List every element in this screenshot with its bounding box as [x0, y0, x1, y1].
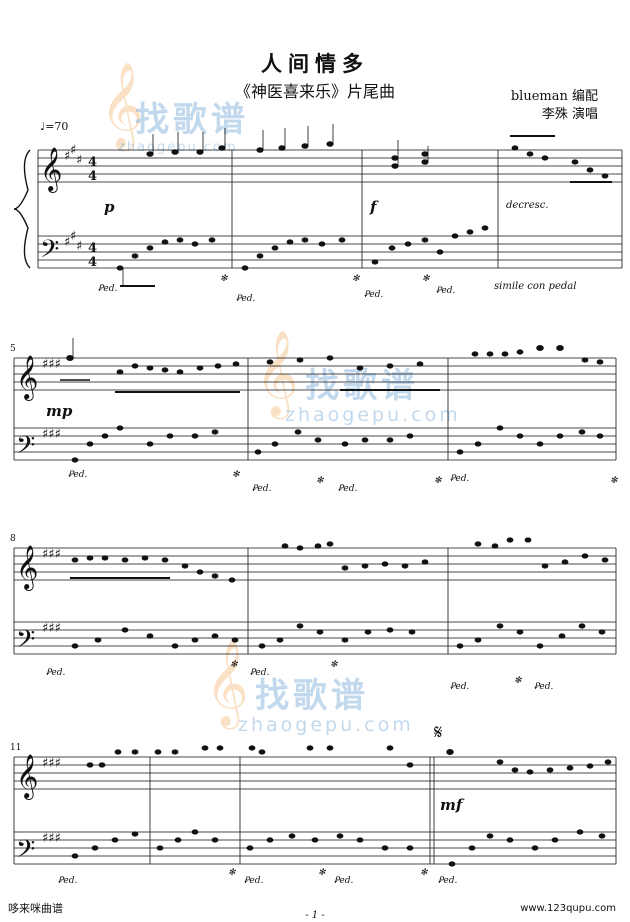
watermark-site-name: 找歌谱 [305, 366, 419, 406]
measure-number: 8 [10, 534, 16, 544]
segno-icon: 𝄋 [434, 720, 443, 744]
arranger-credit: blueman 编配 [510, 89, 598, 104]
pedal-marking: Ꝑed. [364, 290, 384, 300]
measure-number: 5 [10, 344, 16, 354]
watermark-clef-icon: 𝄞 [255, 330, 299, 416]
watermark-url: zhaogepu.com [118, 140, 238, 155]
svg-text:♯: ♯ [70, 143, 76, 158]
pedal-release-icon: ✻ [610, 476, 618, 486]
pedal-release-icon: ✻ [220, 274, 228, 284]
simile-marking: simile con pedal [494, 281, 577, 292]
pedal-marking: Ꝑed. [338, 484, 358, 494]
svg-text:4: 4 [88, 169, 97, 184]
song-subtitle: 《神医喜来乐》片尾曲 [234, 82, 395, 101]
performer-credit: 李殊 演唱 [541, 107, 598, 122]
svg-text:𝄞: 𝄞 [40, 147, 62, 193]
pedal-marking: Ꝑed. [450, 474, 470, 484]
watermark-url: zhaogepu.com [238, 714, 414, 736]
svg-text:♯♯♯: ♯♯♯ [42, 756, 61, 771]
svg-text:♯: ♯ [64, 235, 70, 250]
svg-text:𝄞: 𝄞 [16, 355, 38, 401]
pedal-release-icon: ✻ [316, 476, 324, 486]
dynamic-mp: mp [46, 402, 73, 420]
svg-text:𝄢: 𝄢 [16, 835, 35, 870]
credits: blueman 编配 李殊 演唱 [511, 88, 598, 124]
notes [60, 124, 612, 867]
pedal-marking: Ꝑed. [244, 876, 264, 886]
svg-text:♯♯♯: ♯♯♯ [42, 831, 61, 846]
decrescendo-marking: decresc. [506, 200, 549, 211]
svg-text:♯♯♯: ♯♯♯ [42, 427, 61, 442]
pedal-marking: Ꝑed. [534, 682, 554, 692]
pedal-release-icon: ✻ [434, 476, 442, 486]
system-1 [13, 149, 623, 269]
svg-text:4: 4 [88, 155, 97, 170]
svg-text:♯♯♯: ♯♯♯ [42, 621, 61, 636]
pedal-release-icon: ✻ [422, 274, 430, 284]
pedal-marking: Ꝑed. [68, 470, 88, 480]
svg-text:♯: ♯ [64, 149, 70, 164]
svg-text:𝄢: 𝄢 [16, 431, 35, 466]
pedal-marking: Ꝑed. [98, 284, 118, 294]
svg-text:4: 4 [88, 241, 97, 256]
pedal-marking: Ꝑed. [236, 294, 256, 304]
svg-text:𝄞: 𝄞 [16, 754, 38, 800]
dynamic-f: f [370, 198, 377, 216]
watermark-url: zhaogepu.com [285, 404, 461, 426]
dynamic-p: p [104, 198, 115, 216]
system-4 [13, 756, 617, 865]
pedal-release-icon: ✻ [420, 868, 428, 878]
svg-text:𝄢: 𝄢 [40, 235, 59, 270]
pedal-marking: Ꝑed. [436, 286, 456, 296]
pedal-marking: Ꝑed. [58, 876, 78, 886]
measure-number: 11 [10, 743, 22, 753]
pedal-release-icon: ✻ [352, 274, 360, 284]
pedal-marking: Ꝑed. [250, 668, 270, 678]
song-title: 人间情多 [261, 51, 369, 76]
footer-site-name: 哆来咪曲谱 [8, 902, 63, 915]
svg-text:4: 4 [88, 255, 97, 270]
dynamic-mf: mf [440, 796, 463, 814]
pedal-marking: Ꝑed. [438, 876, 458, 886]
pedal-release-icon: ✻ [318, 868, 326, 878]
pedal-release-icon: ✻ [514, 676, 522, 686]
pedal-marking: Ꝑed. [334, 876, 354, 886]
svg-text:𝄢: 𝄢 [16, 625, 35, 660]
system-2 [13, 357, 617, 461]
system-3 [13, 547, 617, 655]
pedal-release-icon: ✻ [330, 660, 338, 670]
tempo-marking: ♩=70 [40, 120, 69, 133]
watermark-site-name: 找歌谱 [135, 100, 249, 140]
svg-text:𝄞: 𝄞 [16, 545, 38, 591]
pedal-release-icon: ✻ [232, 470, 240, 480]
page-number: - 1 - [305, 910, 325, 921]
svg-text:♯: ♯ [76, 153, 82, 168]
pedal-marking: Ꝑed. [46, 668, 66, 678]
svg-text:♯: ♯ [70, 229, 76, 244]
watermark-clef-icon: 𝄞 [100, 62, 144, 148]
pedal-release-icon: ✻ [228, 868, 236, 878]
pedal-release-icon: ✻ [230, 660, 238, 670]
pedal-marking: Ꝑed. [450, 682, 470, 692]
footer-url: www.123qupu.com [520, 903, 616, 914]
svg-text:♯♯♯: ♯♯♯ [42, 547, 61, 562]
watermark-site-name: 找歌谱 [255, 676, 369, 716]
pedal-marking: Ꝑed. [252, 484, 272, 494]
svg-text:♯♯♯: ♯♯♯ [42, 357, 61, 372]
svg-text:♯: ♯ [76, 239, 82, 254]
